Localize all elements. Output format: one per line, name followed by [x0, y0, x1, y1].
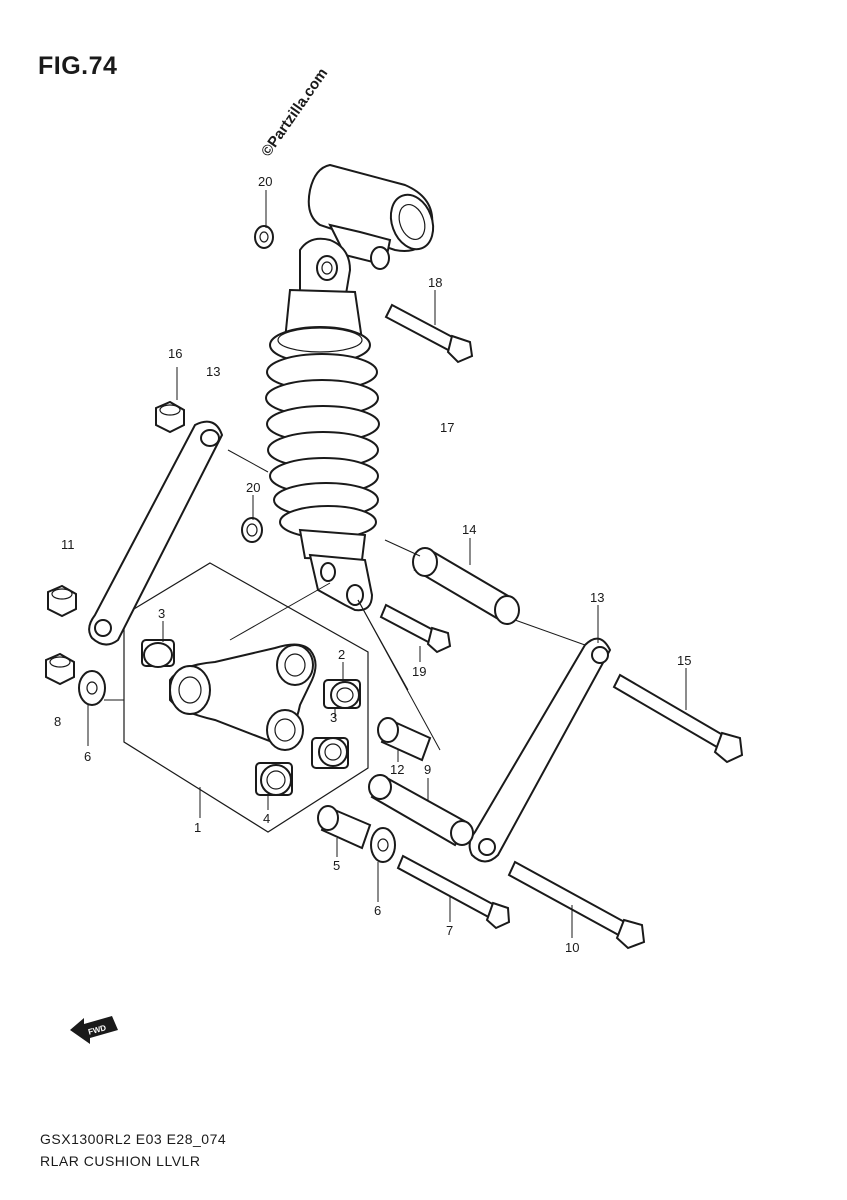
bearing-4[interactable] — [255, 762, 293, 796]
callout-6-left: 6 — [84, 749, 91, 764]
callout-14: 14 — [462, 522, 476, 537]
nut-16[interactable] — [155, 400, 185, 434]
nut-8[interactable] — [45, 652, 75, 686]
callout-4: 4 — [263, 811, 270, 826]
bolt-10[interactable] — [507, 860, 646, 950]
callout-15: 15 — [677, 653, 691, 668]
callout-17: 17 — [440, 420, 454, 435]
spacer-5[interactable] — [317, 805, 372, 850]
callout-5: 5 — [333, 858, 340, 873]
leader-lines — [87, 190, 687, 938]
callout-1: 1 — [194, 820, 201, 835]
callout-9: 9 — [424, 762, 431, 777]
fwd-arrow-icon: FWD — [70, 1016, 118, 1044]
washer-6-lower[interactable] — [370, 827, 396, 863]
callout-13-lower: 13 — [590, 590, 604, 605]
spacer-14[interactable] — [412, 547, 520, 625]
bolt-7[interactable] — [396, 854, 511, 930]
callout-labels: 20 18 16 13 17 20 11 14 13 3 2 3 19 15 8… — [54, 174, 691, 955]
nut-11[interactable] — [47, 584, 77, 618]
bearing-2[interactable] — [323, 679, 361, 709]
bolt-15[interactable] — [612, 673, 744, 764]
callout-3-lower: 3 — [330, 710, 337, 725]
bearing-3-lower[interactable] — [311, 737, 349, 769]
cushion-lever-assembly[interactable] — [123, 562, 369, 833]
bearing-3-upper[interactable] — [141, 639, 175, 668]
callout-20-lower: 20 — [246, 480, 260, 495]
callout-18: 18 — [428, 275, 442, 290]
diagram-code: GSX1300RL2 E03 E28_074 — [40, 1131, 227, 1147]
callout-13-upper: 13 — [206, 364, 220, 379]
callout-10: 10 — [565, 940, 579, 955]
cushion-rod-right[interactable] — [468, 637, 612, 863]
callout-19: 19 — [412, 664, 426, 679]
washer-20-upper[interactable] — [254, 225, 274, 249]
callout-11: 11 — [61, 537, 75, 552]
bolt-18[interactable] — [384, 303, 474, 364]
callout-7: 7 — [446, 923, 453, 938]
bolt-19[interactable] — [379, 603, 452, 654]
callout-3-upper: 3 — [158, 606, 165, 621]
spacer-9[interactable] — [368, 774, 474, 847]
washer-20-lower[interactable] — [241, 517, 263, 543]
callout-2: 2 — [338, 647, 345, 662]
cushion-rod-left[interactable] — [88, 420, 224, 646]
callout-16: 16 — [168, 346, 182, 361]
washer-6-left[interactable] — [78, 670, 106, 706]
shock-absorber[interactable] — [265, 163, 440, 612]
spring-coils — [265, 353, 380, 539]
figure-title: FIG.74 — [38, 52, 118, 80]
callout-20-upper: 20 — [258, 174, 272, 189]
callout-12: 12 — [390, 762, 404, 777]
callout-6-lower: 6 — [374, 903, 381, 918]
callout-8: 8 — [54, 714, 61, 729]
diagram-name: RLAR CUSHION LLVLR — [40, 1153, 201, 1169]
spacer-12[interactable] — [377, 717, 432, 762]
